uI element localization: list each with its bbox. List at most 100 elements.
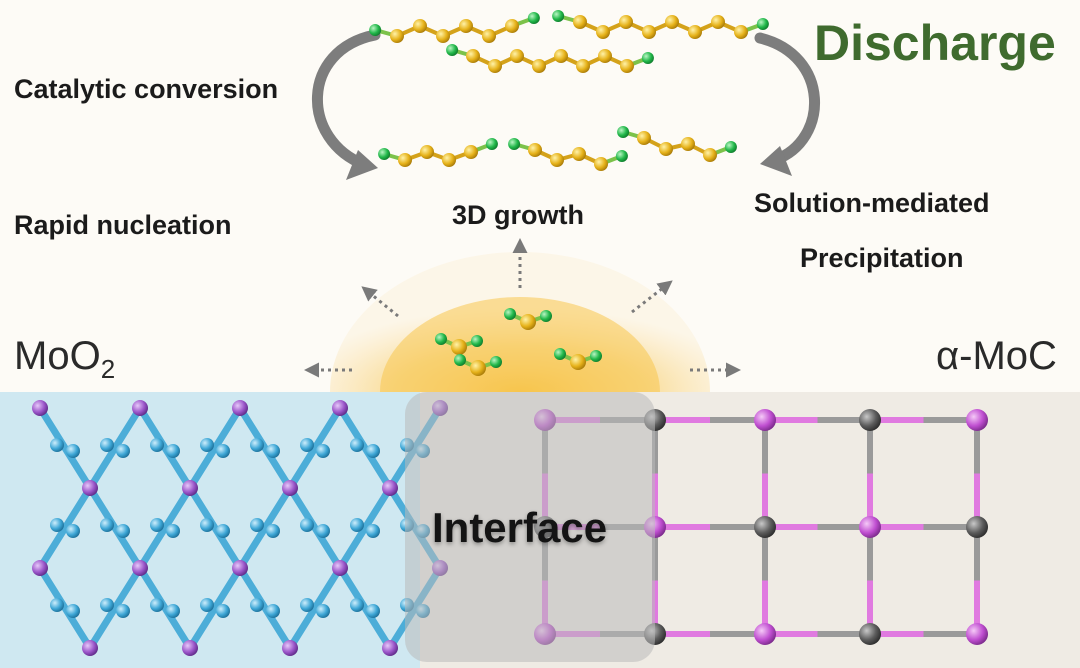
- molybdenum-atom: [382, 640, 398, 656]
- molybdenum-atom: [82, 640, 98, 656]
- molybdenum-atom: [232, 560, 248, 576]
- oxygen-atom: [166, 524, 180, 538]
- lithium-atom: [527, 12, 540, 24]
- sulfur-atom: [598, 49, 612, 63]
- lithium-atom: [369, 24, 382, 36]
- lithium-atom: [454, 354, 466, 366]
- sulfur-atom: [550, 153, 564, 167]
- sulfur-atom: [459, 19, 473, 33]
- sulfur-atom: [688, 25, 702, 39]
- oxygen-atom: [116, 524, 130, 538]
- carbon-atom: [754, 516, 776, 538]
- lithium-atom: [724, 141, 737, 153]
- oxygen-atom: [266, 604, 280, 618]
- mo-o-bond: [236, 564, 294, 652]
- lithium-atom: [508, 138, 521, 150]
- oxygen-atom: [50, 598, 64, 612]
- sulfur-atom: [573, 15, 587, 29]
- oxygen-atom: [50, 518, 64, 532]
- oxygen-atom: [366, 604, 380, 618]
- moo2-label: MoO2: [14, 334, 115, 385]
- carbon-atom: [966, 516, 988, 538]
- molybdenum-atom: [754, 409, 776, 431]
- oxygen-atom: [250, 438, 264, 452]
- discharge-title: Discharge: [814, 15, 1056, 71]
- sulfur-atom: [442, 153, 456, 167]
- sulfur-atom: [703, 148, 717, 162]
- oxygen-atom: [166, 604, 180, 618]
- molybdenum-atom: [182, 640, 198, 656]
- sulfur-atom: [470, 360, 486, 376]
- moo2-label-subscript: 2: [100, 354, 116, 384]
- lithium-atom: [540, 310, 552, 322]
- lithium-atom: [471, 335, 483, 347]
- molybdenum-atom: [132, 560, 148, 576]
- moc-label: α-MoC: [936, 334, 1057, 378]
- catalytic-arrow: [312, 29, 381, 171]
- sulfur-atom: [637, 131, 651, 145]
- mo-o-bond: [136, 564, 194, 652]
- molybdenum-atom: [859, 516, 881, 538]
- molybdenum-atom: [382, 480, 398, 496]
- molybdenum-atom: [132, 400, 148, 416]
- lithium-atom: [485, 138, 498, 150]
- li2s-cluster: [554, 348, 602, 370]
- oxygen-atom: [200, 598, 214, 612]
- lithium-atom: [617, 126, 630, 138]
- growth-arrows: [304, 238, 741, 378]
- lithium-atom: [641, 52, 654, 64]
- sulfur-atom: [528, 143, 542, 157]
- sulfur-atom: [734, 25, 748, 39]
- molybdenum-atom: [282, 640, 298, 656]
- oxygen-atom: [100, 598, 114, 612]
- oxygen-atom: [66, 604, 80, 618]
- mo-o-bond: [236, 484, 294, 572]
- li2s-cluster: [454, 354, 502, 376]
- oxygen-atom: [216, 604, 230, 618]
- sulfur-atom: [398, 153, 412, 167]
- sulfur-atom: [642, 25, 656, 39]
- oxygen-atom: [50, 438, 64, 452]
- oxygen-atom: [350, 518, 364, 532]
- lithium-atom: [554, 348, 566, 360]
- oxygen-atom: [200, 438, 214, 452]
- mo-o-bond: [286, 564, 344, 652]
- oxygen-atom: [300, 598, 314, 612]
- lithium-atom: [435, 333, 447, 345]
- sulfur-atom: [413, 19, 427, 33]
- oxygen-atom: [116, 604, 130, 618]
- molybdenum-atom: [754, 623, 776, 645]
- oxygen-atom: [316, 604, 330, 618]
- oxygen-atom: [216, 524, 230, 538]
- sulfur-atom: [554, 49, 568, 63]
- sulfur-atom: [681, 137, 695, 151]
- catalytic-conversion-label: Catalytic conversion: [14, 74, 279, 104]
- oxygen-atom: [366, 524, 380, 538]
- catalytic-arrow-head: [346, 150, 378, 180]
- oxygen-atom: [100, 438, 114, 452]
- mo-o-bond: [336, 564, 394, 652]
- sulfur-atom: [570, 354, 586, 370]
- molybdenum-atom: [966, 623, 988, 645]
- sulfur-atom: [436, 29, 450, 43]
- mo-o-bond: [36, 484, 94, 572]
- sulfur-atom: [464, 145, 478, 159]
- sulfur-atom: [466, 49, 480, 63]
- oxygen-atom: [250, 598, 264, 612]
- mo-o-bond: [136, 404, 194, 492]
- oxygen-atom: [266, 524, 280, 538]
- mo-o-bond: [186, 564, 244, 652]
- oxygen-atom: [66, 444, 80, 458]
- oxygen-atom: [150, 518, 164, 532]
- interface-label: Interface: [432, 504, 608, 551]
- oxygen-atom: [366, 444, 380, 458]
- sulfur-atom: [576, 59, 590, 73]
- precipitation-label: Precipitation: [800, 243, 964, 273]
- oxygen-atom: [100, 518, 114, 532]
- oxygen-atom: [200, 518, 214, 532]
- molybdenum-atom: [82, 480, 98, 496]
- sulfur-atom: [482, 29, 496, 43]
- mo-o-bond: [36, 404, 94, 492]
